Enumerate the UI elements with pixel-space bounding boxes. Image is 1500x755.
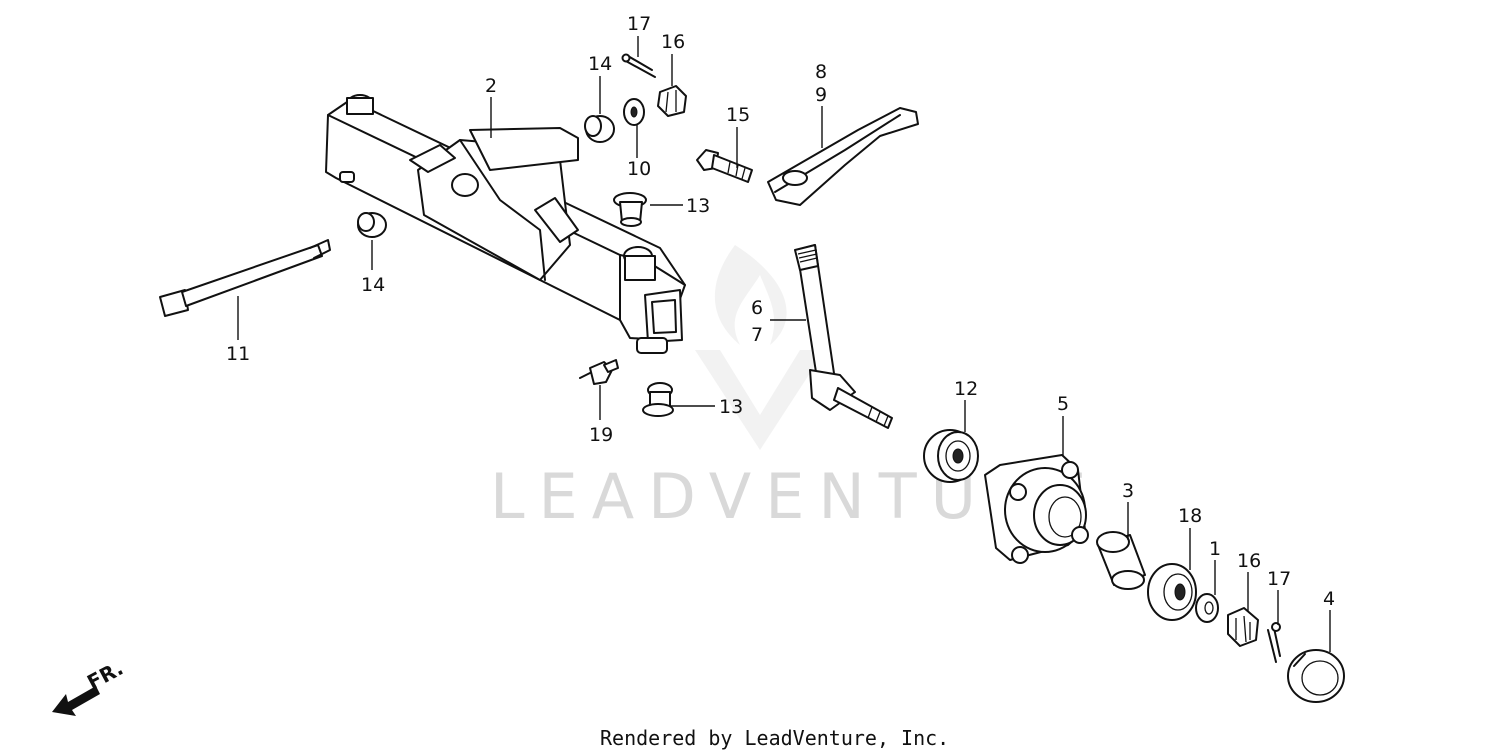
leader-lines	[237, 36, 1331, 652]
washer	[623, 98, 645, 126]
callout-7: 7	[751, 324, 763, 346]
dust-cap	[1287, 649, 1345, 703]
watermark-logo	[695, 245, 825, 450]
cotter-pin-top	[621, 53, 656, 78]
callout-12: 12	[954, 378, 978, 400]
callout-1: 1	[1209, 538, 1221, 560]
direction-label: FR.	[83, 656, 127, 695]
castle-nut-lower	[1227, 607, 1259, 647]
callout-17-lower: 17	[1267, 568, 1291, 590]
callout-17-top: 17	[627, 13, 651, 35]
callout-13-upper: 13	[686, 195, 710, 217]
bushing-left	[357, 212, 387, 238]
bearing-inner	[923, 429, 979, 483]
flange-bushing-upper	[613, 192, 647, 227]
steering-arm	[767, 107, 919, 206]
tie-rod-bolt	[696, 149, 753, 183]
callout-15: 15	[726, 104, 750, 126]
callout-19: 19	[589, 424, 613, 446]
callout-5: 5	[1057, 393, 1069, 415]
callout-16-lower: 16	[1237, 550, 1261, 572]
callout-11: 11	[226, 343, 250, 365]
bearing-outer	[1147, 563, 1197, 621]
callout-6: 6	[751, 297, 763, 319]
spindle	[794, 244, 893, 429]
watermark-text: LEADVENTURE	[490, 460, 1100, 533]
grease-fitting	[579, 359, 619, 385]
callout-8: 8	[815, 61, 827, 83]
callout-labels: 17 16 14 2 10 13 15 8 9 14 11 6 7 12 5 1…	[226, 13, 1335, 610]
spacer-tube	[1096, 531, 1146, 590]
callout-16-top: 16	[661, 31, 685, 53]
cotter-pin-lower	[1267, 622, 1281, 663]
callout-9: 9	[815, 84, 827, 106]
callout-2: 2	[485, 75, 497, 97]
callout-13-lower: 13	[719, 396, 743, 418]
callout-4: 4	[1323, 588, 1335, 610]
front-direction-arrow: FR.	[52, 656, 127, 716]
callout-3: 3	[1122, 480, 1134, 502]
rendered-by-footer: Rendered by LeadVenture, Inc.	[600, 726, 949, 750]
pivot-bolt	[159, 239, 331, 317]
hub-washer	[1195, 593, 1219, 623]
callout-18: 18	[1178, 505, 1202, 527]
callout-14-lower: 14	[361, 274, 385, 296]
axle-beam	[325, 94, 686, 354]
callout-14-top: 14	[588, 53, 612, 75]
flange-bushing-lower	[642, 382, 674, 417]
wheel-hub	[984, 454, 1089, 564]
callout-10: 10	[627, 158, 651, 180]
bushing-top	[584, 115, 615, 143]
castle-nut-top	[657, 85, 687, 117]
